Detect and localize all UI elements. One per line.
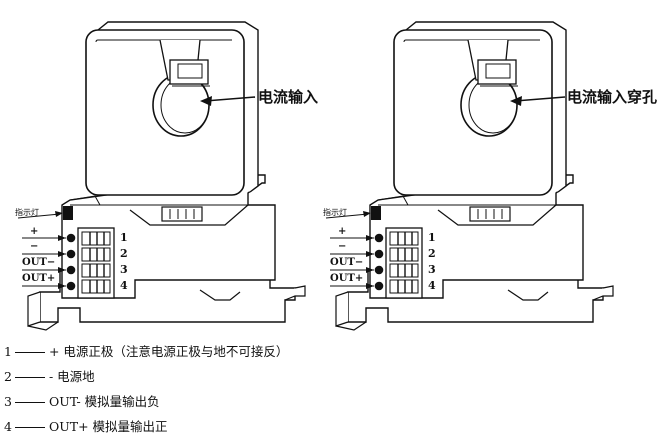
pin-number-right-2: 2 bbox=[428, 247, 436, 260]
terminal-label-minus-left: − bbox=[30, 241, 39, 252]
legend-text: OUT+ 模拟量输出正 bbox=[48, 419, 168, 434]
indicator-label-left: 指示灯 bbox=[15, 208, 39, 217]
terminal-label-outminus-right: OUT− bbox=[330, 257, 364, 268]
terminal-label-minus-right: − bbox=[338, 241, 347, 252]
legend-dash bbox=[14, 352, 45, 353]
terminal-label-outplus-right: OUT+ bbox=[330, 273, 364, 284]
terminal-label-outplus-left: OUT+ bbox=[22, 273, 56, 284]
legend-number: 4 bbox=[4, 419, 12, 434]
legend-dash bbox=[14, 402, 45, 403]
legend-text: - 电源地 bbox=[48, 369, 95, 384]
callout-label-left: 电流输入 bbox=[258, 88, 319, 106]
indicator-pointer-left bbox=[17, 211, 63, 219]
legend-number: 1 bbox=[4, 344, 12, 359]
pin-number-left-2: 2 bbox=[120, 247, 128, 260]
pin-number-right-4: 4 bbox=[428, 279, 436, 292]
legend-dash bbox=[14, 427, 45, 428]
terminal-label-outminus-left: OUT− bbox=[22, 257, 56, 268]
sensor-drawing-left bbox=[27, 21, 306, 331]
legend-text: + 电源正极（注意电源正极与地不可接反） bbox=[48, 344, 289, 359]
callout-arrow-left bbox=[200, 96, 256, 106]
legend-item: 2 - 电源地 bbox=[4, 366, 95, 385]
pin-number-left-4: 4 bbox=[120, 279, 128, 292]
indicator-label-right: 指示灯 bbox=[323, 208, 347, 217]
pin-number-right-3: 3 bbox=[428, 263, 436, 276]
legend-number: 3 bbox=[4, 394, 12, 409]
sensor-drawing-right bbox=[335, 21, 614, 331]
terminal-label-plus-right: + bbox=[338, 226, 347, 237]
terminal-label-plus-left: + bbox=[30, 226, 39, 237]
callout-arrow-right bbox=[510, 96, 566, 106]
pin-number-left-3: 3 bbox=[120, 263, 128, 276]
legend-dash bbox=[14, 377, 45, 378]
indicator-pointer-right bbox=[325, 211, 371, 219]
legend-number: 2 bbox=[4, 369, 12, 384]
pin-number-left-1: 1 bbox=[120, 231, 128, 244]
legend-text: OUT- 模拟量输出负 bbox=[48, 394, 160, 409]
callout-label-right: 电流输入穿孔 bbox=[567, 88, 658, 106]
legend-item: 1 + 电源正极（注意电源正极与地不可接反） bbox=[4, 341, 288, 360]
legend-item: 3 OUT- 模拟量输出负 bbox=[4, 391, 160, 410]
pin-number-right-1: 1 bbox=[428, 231, 436, 244]
legend-item: 4 OUT+ 模拟量输出正 bbox=[4, 416, 168, 435]
